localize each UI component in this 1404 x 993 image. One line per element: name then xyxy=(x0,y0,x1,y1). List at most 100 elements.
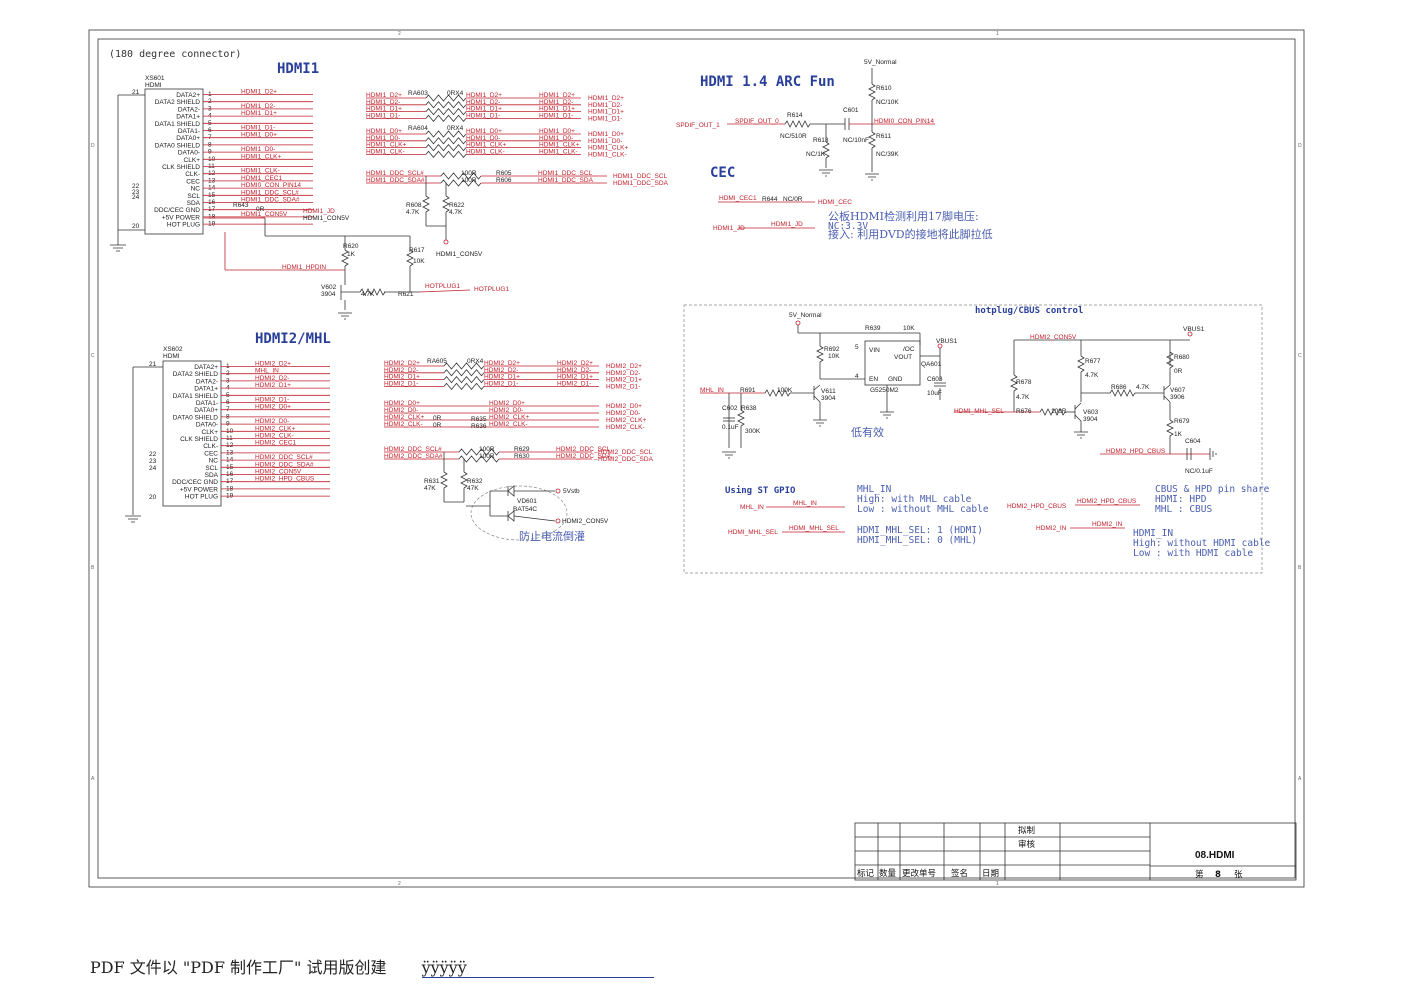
ddc1-r-ref: R605 xyxy=(496,170,512,177)
cec-note-3: 接入: 利用DVD的接地将此脚拉低 xyxy=(828,227,993,241)
r610-ref: R610 xyxy=(876,85,892,92)
tb-col-qty: 数量 xyxy=(879,868,897,879)
xs602-pin-label: CLK+ xyxy=(202,429,219,436)
xs602-pin-net: HDMI2_CEC1 xyxy=(255,440,297,447)
grid-mark-right-a: A xyxy=(1298,776,1302,782)
cbus-note-1: CBUS & HPD pin share xyxy=(1155,484,1270,495)
cbus-note-2: HDMI: HPD xyxy=(1155,494,1207,505)
net-hdmi1-hpdin: HDMI1_HPDIN xyxy=(282,264,326,271)
offpage-spdif-out-1: SPDIF_OUT_1 xyxy=(676,122,720,129)
offpage-hotplug1: HOTPLUG1 xyxy=(474,286,509,293)
cec-note-1: 公板HDMI检测利用17脚电压: xyxy=(828,209,979,223)
pdf-footer-text: PDF 文件以 "PDF 制作工厂" 试用版创建 xyxy=(90,958,387,977)
xs601-pin-label: SCL xyxy=(187,193,200,200)
hdmi1-bus-offpage-net: HDMI1_D0- xyxy=(588,138,622,145)
net-hdmi2-hpd-cbus: HDMI2_HPD_CBUS xyxy=(1106,448,1166,455)
svg-text:VIN: VIN xyxy=(869,347,880,354)
hdmi2-d0-offpage-net: HDMI2_D0- xyxy=(606,410,640,417)
sel-note-2: HDMI_MHL_SEL: 0 (MHL) xyxy=(857,535,977,546)
xs601-pin-net: HDMI1_DDC_SCL# xyxy=(241,189,299,196)
hdmi2-title: HDMI2/MHL xyxy=(255,331,331,347)
ddc2-offpage-net: HDMI2_DDC_SDA xyxy=(598,456,654,463)
hotplug-region xyxy=(683,304,1263,574)
xs601-pin-label: HOT PLUG xyxy=(167,222,200,229)
c604-value: NC/0.1uF xyxy=(1185,468,1213,475)
cec-title: CEC xyxy=(710,165,735,181)
qa601-body xyxy=(864,340,921,386)
net-hdmi0-con-pin14: HDMI0_CON_PIN14 xyxy=(874,118,934,125)
svg-text:GND: GND xyxy=(888,376,903,383)
r679-ref: R679 xyxy=(1174,418,1190,425)
c602-value: 0.1uF xyxy=(722,424,739,431)
net-mhl-in: MHL_IN xyxy=(700,387,724,394)
ddc2-in-net: HDMI2_DDC_SCL# xyxy=(384,446,442,453)
arc-block: SPDIF_OUT_1 SPDIF_OUT_0 R614 NC/510R R61… xyxy=(676,59,935,181)
tb-page-prefix: 第 xyxy=(1195,869,1204,880)
xs601-pin-net: HDMI0_CON_PIN14 xyxy=(241,182,301,189)
r676-ref: R676 xyxy=(1016,408,1032,415)
v607-value: 3906 xyxy=(1170,394,1185,401)
xs601-pin-net: HDMI1_D2+ xyxy=(241,89,277,96)
hdmi2-bus-in-net: HDMI2_D2- xyxy=(384,367,418,374)
qa601-ref: QA601 xyxy=(921,361,942,368)
hdmi1-bus-out-net: HDMI1_CLK+ xyxy=(539,142,579,149)
ddc2-pull-ref-1: R631 xyxy=(424,478,440,485)
backflow-note: 防止电流倒灌 xyxy=(519,529,585,543)
hdmi2-bus-out-net: HDMI2_D2- xyxy=(557,367,591,374)
hdmi1-bus-offpage-net: HDMI1_D1- xyxy=(588,115,622,122)
ra605-ref: RA605 xyxy=(427,358,447,365)
xs602-pin-net: HDMI2_D0- xyxy=(255,418,289,425)
hdmi2-bus-out-net: HDMI2_D1+ xyxy=(557,374,593,381)
hdmi2-bus-out-net: HDMI2_D2+ xyxy=(557,360,593,367)
xs601-pin-net: HDMI1_D2- xyxy=(241,103,275,110)
r677-value: 4.7K xyxy=(1085,372,1099,379)
ddc2-in-net: HDMI2_DDC_SDA# xyxy=(384,453,443,460)
hdmi2in-note-1: HDMI_IN xyxy=(1133,528,1173,539)
offpage-hdmi-cec: HDMI_CEC xyxy=(818,199,852,206)
v611-value: 3904 xyxy=(821,395,836,402)
xs601-pin-label: CEC xyxy=(186,178,200,185)
xs601-pin-net: HDMI1_DDC_SDA# xyxy=(241,197,300,204)
hdmi1-bus-in-net: HDMI1_D0+ xyxy=(366,128,402,135)
hdmi2-d0-offpage-net: HDMI2_CLK+ xyxy=(606,417,646,424)
tb-drawn-label: 拟制 xyxy=(1018,825,1035,836)
xs601-pin-net: HDMI1_D0+ xyxy=(241,132,277,139)
net-mhl-in-2: MHL_IN xyxy=(793,500,817,507)
r610-value: NC/10K xyxy=(876,99,899,106)
xs602-pin-label: CEC xyxy=(204,450,218,457)
ddc2-pull-value-1: 47K xyxy=(424,485,436,492)
xs602-pin-net: MHL_IN xyxy=(255,368,279,375)
r613-value: NC/1K xyxy=(806,151,826,158)
svg-text:5: 5 xyxy=(855,344,859,351)
hdmi2-d0-in-net: HDMI2_CLK- xyxy=(384,421,423,428)
svg-text:4: 4 xyxy=(855,373,859,380)
hotplug-left-block: VIN /OC VOUT EN GND QA601 G5250M2 R639 1… xyxy=(700,312,958,459)
st-gpio-title: Using ST GPIO xyxy=(725,485,796,496)
hdmi1-bus-in-net: HDMI1_CLK+ xyxy=(366,142,406,149)
sel-note-1: HDMI_MHL_SEL: 1 (HDMI) xyxy=(857,525,983,536)
hdmi1-bus-mid-net: HDMI1_D0+ xyxy=(466,128,502,135)
xs602-pin-net: HDMI2_D1- xyxy=(255,397,289,404)
hdmi1-bus-mid-net: HDMI1_D0- xyxy=(466,135,500,142)
r617-value: 10K xyxy=(413,258,425,265)
v607-ref: V607 xyxy=(1170,387,1186,394)
net-hdmi-mhl-sel: HDMI_MHL_SEL xyxy=(954,408,1004,415)
xs602-pin-label: DATA2 SHIELD xyxy=(173,371,219,378)
offpage-hdmi1-jd-in: HDMI1_JD xyxy=(713,225,745,232)
r620-ref: R620 xyxy=(343,243,359,250)
c602-ref: C602 xyxy=(722,405,738,412)
title-block: 拟制 审核 标记 数量 更改单号 签名 日期 08.HDMI 第 8 张 xyxy=(854,822,1297,881)
xs602-pin-net: HDMI2_CLK+ xyxy=(255,425,295,432)
svg-text:20: 20 xyxy=(149,494,157,501)
hdmi1-bus-out-net: HDMI1_D1+ xyxy=(539,106,575,113)
gpio-notes: MHL_IN MHL_IN MHL_IN High: with MHL cabl… xyxy=(728,484,1271,559)
xs602-pin-net: HDMI2_CLK- xyxy=(255,433,294,440)
xs602-body xyxy=(162,360,222,507)
hdmi1-bus-in-net: HDMI1_CLK- xyxy=(366,148,405,155)
r638-value: 300K xyxy=(745,428,761,435)
hdmi1-bus-offpage-net: HDMI1_D0+ xyxy=(588,131,624,138)
r678-ref: R678 xyxy=(1016,379,1032,386)
r686-ref: R686 xyxy=(1111,384,1127,391)
ra604-ref: RA604 xyxy=(408,125,428,132)
